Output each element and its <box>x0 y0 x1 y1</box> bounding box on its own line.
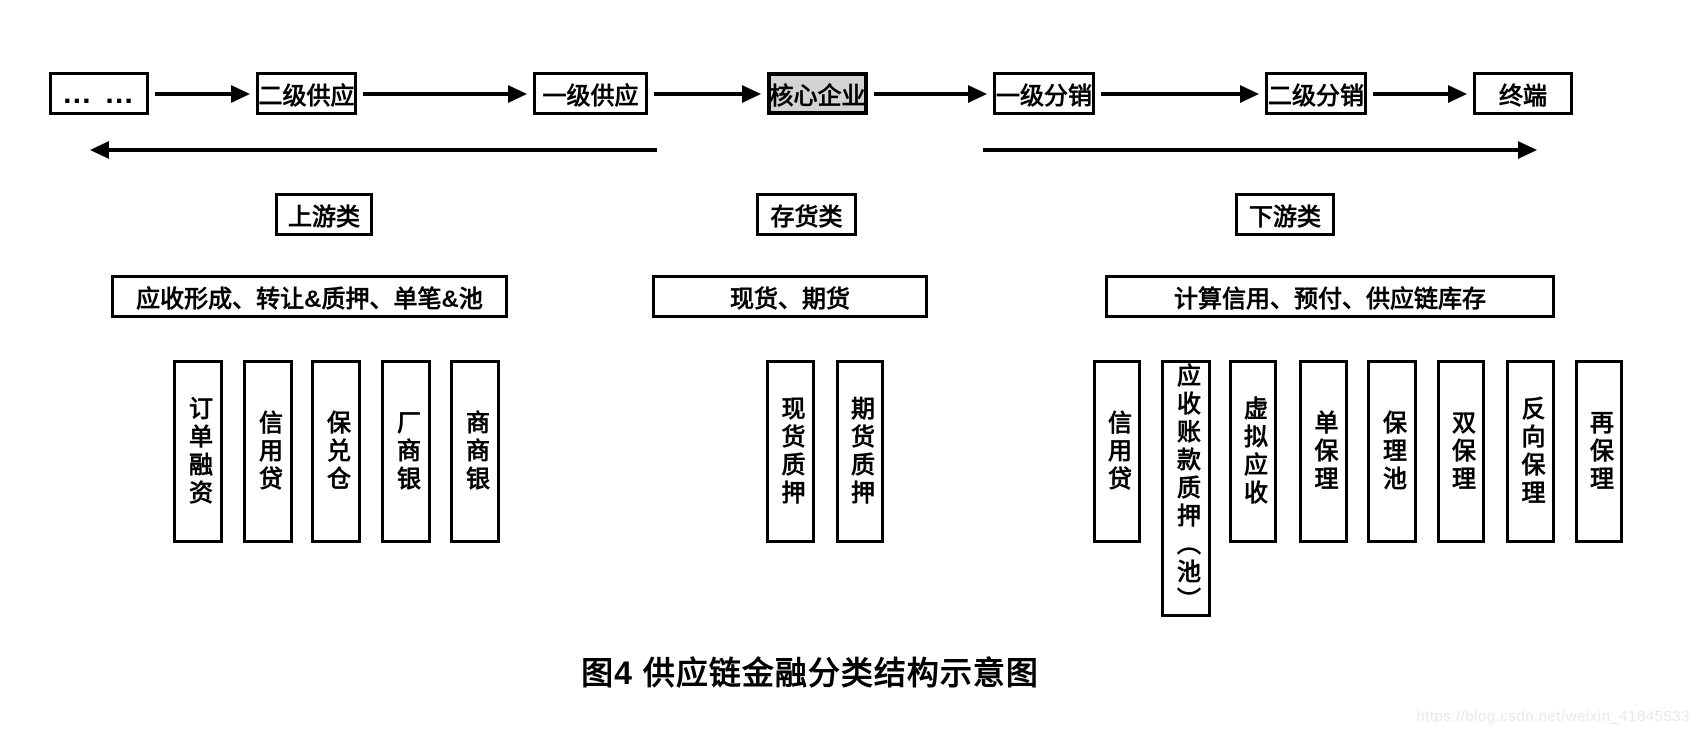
chain-node-6: 终端 <box>1473 72 1573 115</box>
category-label-box-0: 上游类 <box>275 193 373 236</box>
product-box-0-2: 保兑仓 <box>311 360 361 543</box>
category-summary-box-0: 应收形成、转让&质押、单笔&池 <box>111 275 508 318</box>
figure-caption: 图4 供应链金融分类结构示意图 <box>581 655 1039 691</box>
category-label-box-2: 下游类 <box>1235 193 1335 236</box>
chain-flow-arrow-0-head <box>231 85 250 103</box>
category-summary-box-2: 计算信用、预付、供应链库存 <box>1105 275 1555 318</box>
product-box-1-0: 现货质押 <box>766 360 815 543</box>
downstream-direction-arrow-head <box>1518 141 1537 159</box>
chain-flow-arrow-3-head <box>968 85 987 103</box>
chain-flow-arrow-2-head <box>742 85 761 103</box>
product-box-1-1: 期货质押 <box>836 360 884 543</box>
upstream-direction-arrow-line <box>106 148 657 152</box>
chain-flow-arrow-5-line <box>1373 92 1451 96</box>
product-box-2-2: 虚拟应收 <box>1229 360 1277 543</box>
chain-flow-arrow-5-head <box>1448 85 1467 103</box>
product-box-0-3: 厂商银 <box>381 360 431 543</box>
category-label-box-1: 存货类 <box>756 193 857 236</box>
downstream-direction-arrow-line <box>983 148 1521 152</box>
product-box-2-3: 单保理 <box>1299 360 1348 543</box>
product-box-2-5: 双保理 <box>1437 360 1485 543</box>
chain-flow-arrow-2-line <box>654 92 745 96</box>
chain-flow-arrow-4-head <box>1240 85 1259 103</box>
watermark-url: https://blog.csdn.net/weixin_41845533 <box>1416 708 1690 725</box>
product-box-2-7: 再保理 <box>1575 360 1623 543</box>
chain-node-2: 一级供应 <box>533 72 648 115</box>
product-box-2-1: 应收账款质押（池） <box>1161 360 1211 617</box>
chain-node-5: 二级分销 <box>1265 72 1367 115</box>
category-summary-box-1: 现货、期货 <box>652 275 928 318</box>
chain-flow-arrow-1-head <box>508 85 527 103</box>
product-box-0-1: 信用贷 <box>243 360 293 543</box>
product-box-2-6: 反向保理 <box>1506 360 1555 543</box>
chain-flow-arrow-3-line <box>874 92 971 96</box>
product-box-0-0: 订单融资 <box>173 360 223 543</box>
chain-flow-arrow-1-line <box>363 92 511 96</box>
chain-node-3: 核心企业 <box>767 72 868 115</box>
chain-node-0: … … <box>49 72 149 115</box>
product-box-2-0: 信用贷 <box>1093 360 1141 543</box>
upstream-direction-arrow-head <box>90 141 109 159</box>
product-box-2-4: 保理池 <box>1367 360 1417 543</box>
product-box-0-4: 商商银 <box>450 360 500 543</box>
chain-node-1: 二级供应 <box>256 72 357 115</box>
chain-node-4: 一级分销 <box>993 72 1095 115</box>
chain-flow-arrow-0-line <box>155 92 234 96</box>
chain-flow-arrow-4-line <box>1101 92 1243 96</box>
